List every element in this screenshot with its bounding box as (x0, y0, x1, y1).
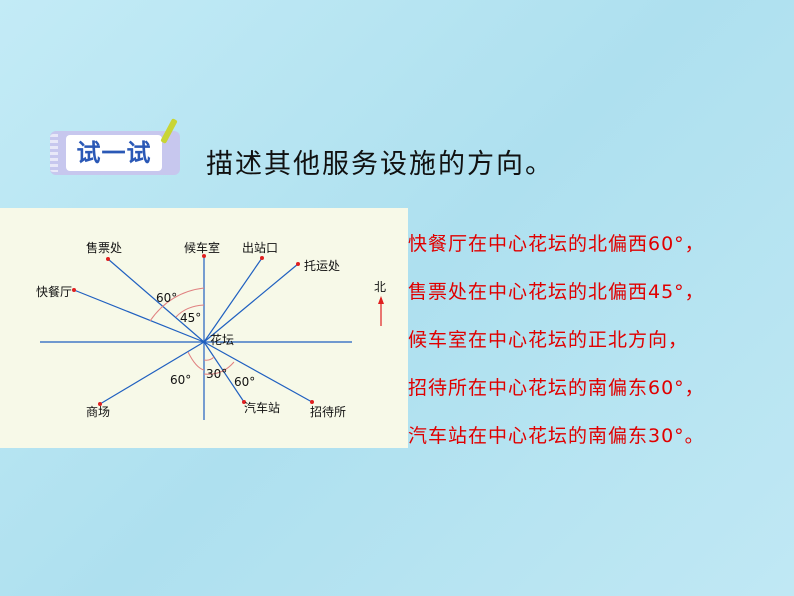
answer-line: 售票处在中心花坛的北偏西45°， (408, 281, 705, 303)
arc-60-se (203, 361, 235, 375)
arc-60-nw (149, 287, 205, 322)
label-exit: 出站口 (242, 241, 278, 255)
dot-waiting (202, 254, 206, 258)
label-flowerbed: 花坛 (210, 332, 234, 347)
angle-60-sw: 60° (170, 373, 191, 387)
ray-mall (99, 341, 205, 405)
answer-line: 招待所在中心花坛的南偏东60°， (408, 377, 705, 399)
label-hostel: 招待所 (310, 405, 346, 419)
arc-45 (175, 304, 205, 318)
angle-60-se: 60° (234, 375, 255, 389)
angle-45: 45° (180, 311, 201, 325)
label-bus: 汽车站 (244, 400, 280, 415)
north-label: 北 (374, 280, 386, 294)
angle-30: 30° (206, 367, 227, 381)
direction-diagram-svg: 售票处 候车室 出站口 托运处 快餐厅 花坛 商场 汽车站 招待所 60° 45… (36, 240, 386, 420)
ray-ticket (107, 258, 205, 343)
north-arrowhead-icon (378, 296, 384, 304)
badge-strip-decoration (50, 134, 58, 172)
ray-fastfood (73, 289, 205, 343)
dot-fastfood (72, 288, 76, 292)
label-fastfood: 快餐厅 (36, 284, 72, 299)
direction-diagram: 售票处 候车室 出站口 托运处 快餐厅 花坛 商场 汽车站 招待所 60° 45… (0, 208, 408, 448)
ray-exit (203, 257, 263, 343)
arc-60-sw (187, 351, 205, 371)
dot-exit (260, 256, 264, 260)
dot-ticket (106, 257, 110, 261)
answers-list: 快餐厅在中心花坛的北偏西60°， 售票处在中心花坛的北偏西45°， 候车室在中心… (408, 226, 794, 466)
answer-line: 候车室在中心花坛的正北方向， (408, 329, 689, 351)
dot-mall (98, 402, 102, 406)
ray-hostel (203, 341, 313, 403)
angle-60-nw: 60° (156, 291, 177, 305)
dot-bus (242, 400, 246, 404)
answer-line: 快餐厅在中心花坛的北偏西60°， (408, 233, 705, 255)
ray-baggage (203, 263, 299, 343)
label-mall: 商场 (86, 404, 110, 419)
arc-30 (203, 356, 215, 361)
page-title: 描述其他服务设施的方向。 (206, 149, 554, 180)
label-baggage: 托运处 (304, 259, 340, 273)
badge-label: 试一试 (66, 135, 162, 171)
dot-baggage (296, 262, 300, 266)
answer-line: 汽车站在中心花坛的南偏东30°。 (408, 425, 705, 447)
label-waiting: 候车室 (184, 240, 220, 255)
label-ticket: 售票处 (86, 240, 122, 255)
try-it-badge: 试一试 (50, 131, 180, 175)
dot-hostel (310, 400, 314, 404)
ray-bus (203, 341, 245, 403)
